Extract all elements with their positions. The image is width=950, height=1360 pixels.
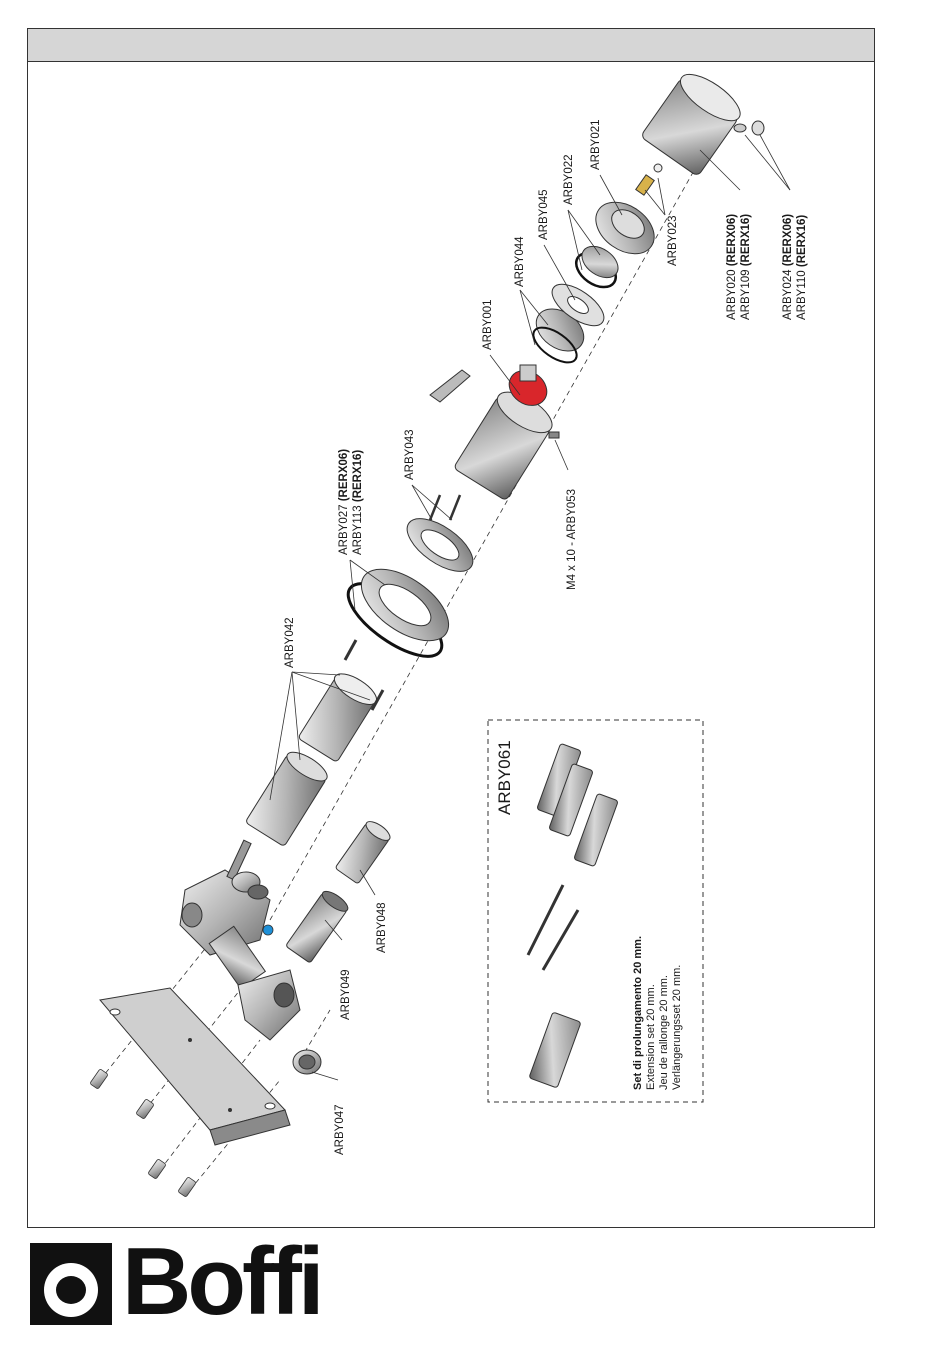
- part-arby001: [429, 369, 560, 500]
- kit-extensions: [529, 743, 618, 1088]
- label-arby020: ARBY020 (RERX06): [726, 213, 738, 320]
- part-arby023: [635, 163, 663, 196]
- part-arby021: [595, 201, 655, 255]
- label-arby027: ARBY027 (RERX06): [338, 448, 350, 555]
- label-arby024: ARBY024 (RERX06): [782, 213, 794, 320]
- bracket-screws: [90, 1069, 196, 1197]
- label-arby048: ARBY048: [376, 902, 388, 953]
- kit-rods: [526, 884, 580, 971]
- kit-line-en: Extension set 20 mm.: [645, 984, 657, 1090]
- drawing-frame: [27, 28, 875, 1228]
- label-arby047: ARBY047: [334, 1104, 346, 1155]
- label-arby022: ARBY022: [563, 154, 575, 205]
- header-bar: [28, 29, 874, 62]
- part-arby048: [335, 821, 391, 884]
- label-arby113: ARBY113 (RERX16): [352, 449, 364, 555]
- part-arby043: [406, 494, 474, 572]
- label-arby021: ARBY021: [590, 119, 602, 170]
- part-arby027: [346, 568, 450, 658]
- label-arby045: ARBY045: [538, 189, 550, 240]
- label-m4-screw: M4 x 10 - ARBY053: [566, 489, 578, 590]
- kit-note: Set di prolungamento 20 mm. Extension se…: [632, 936, 684, 1090]
- part-arby049: [286, 890, 349, 963]
- mounting-bracket: [99, 987, 291, 1146]
- label-arby049: ARBY049: [340, 969, 352, 1020]
- leader-lines: [269, 134, 791, 1081]
- part-arby044: [532, 283, 605, 364]
- label-arby110: ARBY110 (RERX16): [796, 214, 808, 320]
- kit-line-fr: Jeu de rallonge 20 mm.: [658, 975, 670, 1090]
- label-arby044: ARBY044: [514, 236, 526, 287]
- extension-kit-box: [487, 719, 704, 1103]
- label-arby001: ARBY001: [482, 299, 494, 350]
- part-arby020: [642, 73, 741, 175]
- label-arby109: ARBY109 (RERX16): [740, 213, 752, 320]
- part-arby047: [292, 1049, 322, 1075]
- kit-code: ARBY061: [495, 740, 514, 815]
- part-arby022: [575, 245, 619, 289]
- part-arby042: [246, 639, 385, 846]
- label-arby043: ARBY043: [404, 429, 416, 480]
- logo-mark-icon: [30, 1243, 112, 1325]
- part-arby024: [733, 120, 765, 136]
- red-cartridge: [508, 364, 548, 406]
- kit-line-de: Verlängerungsset 20 mm.: [671, 964, 683, 1090]
- brand-name: Boffi: [122, 1228, 325, 1335]
- label-arby042: ARBY042: [284, 617, 296, 668]
- valve-body: [179, 839, 301, 1041]
- label-arby023: ARBY023: [667, 215, 679, 266]
- kit-title: Set di prolungamento 20 mm.: [632, 935, 644, 1090]
